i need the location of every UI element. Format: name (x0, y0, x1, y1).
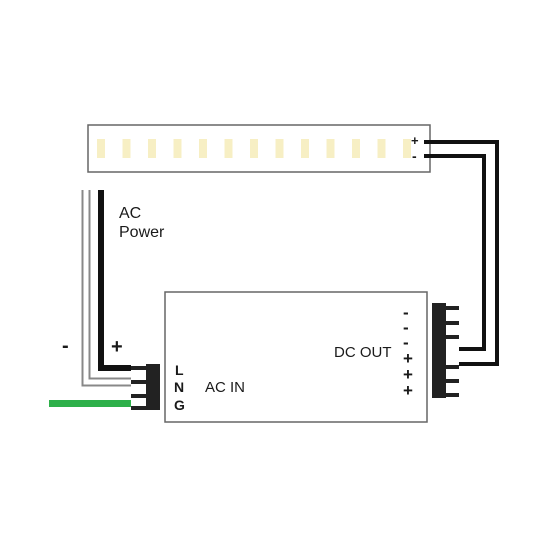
terminal-pin (131, 366, 146, 370)
terminal-pin (446, 335, 459, 339)
output-label-5: + (403, 365, 413, 384)
ac-neutral-wire-core (83, 190, 131, 385)
dc-minus-wire (424, 154, 486, 351)
led-chip (403, 139, 411, 158)
led-chip (377, 139, 386, 158)
input-terminal-body (146, 364, 160, 410)
led-chip (148, 139, 156, 158)
terminal-pin (131, 394, 146, 398)
led-chip (199, 139, 207, 158)
ac-power-label-line2: Power (119, 224, 165, 241)
strip-plus-label: + (411, 133, 419, 148)
power-driver: L N G AC IN - - - + + + DC OUT (131, 291, 459, 423)
terminal-pin (446, 393, 459, 397)
output-label-3: - (403, 333, 409, 352)
terminal-label-g: G (174, 397, 185, 413)
ac-minus-label: - (62, 335, 69, 357)
terminal-pin (131, 406, 146, 410)
led-chip (173, 139, 182, 158)
output-label-2: - (403, 318, 409, 337)
led-chip (97, 139, 105, 158)
output-terminal-body (432, 303, 446, 398)
terminal-pin (446, 306, 459, 310)
led-strip-body (87, 124, 431, 173)
ac-in-label: AC IN (205, 379, 245, 396)
dc-out-label: DC OUT (334, 344, 392, 361)
ac-line-wire (98, 190, 131, 371)
ac-power-label-line1: AC (119, 205, 141, 222)
dc-plus-wire (424, 140, 499, 366)
ac-plus-label: + (111, 336, 123, 358)
terminal-pin (446, 365, 459, 369)
led-chip (275, 139, 284, 158)
led-array (97, 139, 411, 158)
input-terminal-block (131, 364, 160, 410)
ground-wire (49, 400, 131, 407)
ac-power-wires (49, 190, 131, 407)
strip-minus-label: - (412, 148, 417, 164)
led-chip (122, 139, 131, 158)
dc-wires (424, 140, 499, 366)
led-chip (301, 139, 309, 158)
terminal-label-n: N (174, 379, 184, 395)
output-terminal-block (432, 303, 459, 398)
led-chip (250, 139, 258, 158)
led-strip: + - (87, 124, 431, 173)
output-label-1: - (403, 303, 409, 322)
driver-body (164, 291, 428, 423)
terminal-pin (446, 321, 459, 325)
terminal-pin (131, 380, 146, 384)
output-label-6: + (403, 381, 413, 400)
led-chip (224, 139, 233, 158)
terminal-label-l: L (175, 362, 184, 378)
output-label-4: + (403, 349, 413, 368)
led-chip (326, 139, 335, 158)
terminal-pin (446, 379, 459, 383)
led-chip (352, 139, 360, 158)
